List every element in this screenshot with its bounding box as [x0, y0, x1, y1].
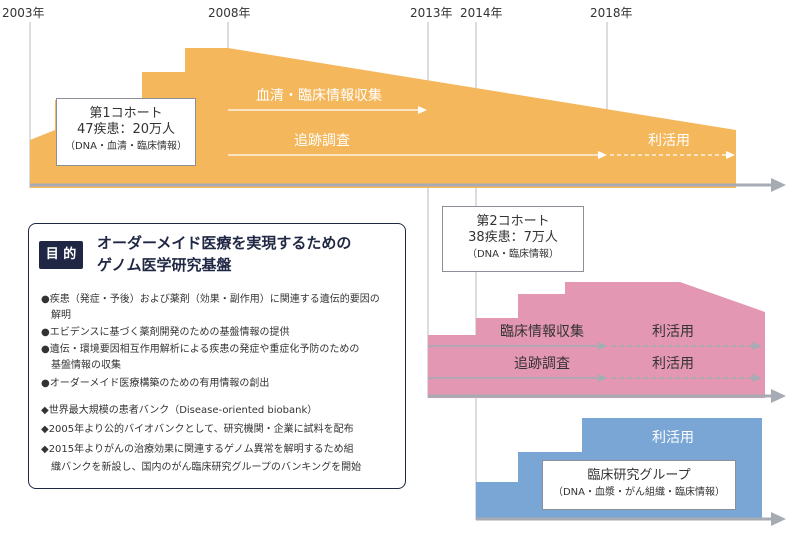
clinical-group-title: 臨床研究グループ [587, 468, 691, 483]
followup-label: 追跡調査 [294, 133, 350, 149]
purpose-line: ●エビデンスに基づく薬剤開発のための基盤情報の提供 [41, 327, 290, 338]
purpose-title-line-2: ゲノム医学研究基盤 [97, 255, 232, 274]
purpose-box: 目 的 オーダーメイド医療を実現するための ゲノム医学研究基盤 ●疾患（発症・予… [28, 223, 406, 489]
use-dashed-arrowhead [726, 151, 735, 159]
clinical-group-info: （DNA・血漿・がん組織・臨床情報） [552, 487, 726, 499]
purpose-title-line-1: オーダーメイド医療を実現するための [97, 234, 352, 252]
purpose-line: ●オーダーメイド医療構築のための有用情報の創出 [41, 378, 270, 389]
cohort2-area [428, 282, 765, 398]
clinical-group-axis-arrowhead [771, 512, 786, 526]
cohort2-title: 第2コホート [476, 214, 550, 229]
year-label-2018: 2018年 [590, 6, 633, 20]
purpose-line: 解明 [41, 310, 71, 321]
cohort1-count: 47疾患：20万人 [76, 122, 176, 138]
cohort1-axis-arrowhead [771, 178, 786, 192]
purpose-line: 織バンクを新設し、国内のがん臨床研究グループのバンキングを開始 [41, 462, 362, 473]
clinical-group-use-label: 利活用 [652, 430, 694, 446]
cohort2-axis-arrowhead [771, 389, 786, 403]
cohort1-title: 第1コホート [89, 106, 163, 121]
cohort1-area [30, 48, 736, 188]
purpose-line: ●疾患（発症・予後）および薬剤（効果・副作用）に関連する遺伝的要因の [41, 294, 380, 305]
cohort2-info: （DNA・臨床情報） [466, 248, 560, 260]
year-label-2003: 2003年 [2, 6, 45, 20]
purpose-line: ◆2015年よりがんの治療効果に関連するゲノム異常を解明するため組 [41, 444, 354, 455]
purpose-line: 基盤情報の収集 [41, 360, 121, 371]
purpose-badge: 目 的 [39, 241, 83, 269]
followup-arrowhead [598, 151, 607, 159]
cohort2-followup-label: 追跡調査 [514, 356, 570, 372]
year-label-2008: 2008年 [208, 6, 251, 20]
purpose-line: ●遺伝・環境要因相互作用解析による疾患の発症や重症化予防のための [41, 344, 360, 355]
purpose-title: オーダーメイド医療を実現するための ゲノム医学研究基盤 [97, 233, 351, 277]
cohort2-use-label-2: 利活用 [652, 356, 694, 372]
year-label-2013: 2013年 [410, 6, 453, 20]
year-label-2014: 2014年 [460, 6, 503, 20]
clinical-group-box: 臨床研究グループ （DNA・血漿・がん組織・臨床情報） [542, 460, 736, 510]
cohort1-box: 第1コホート 47疾患：20万人 （DNA・血清・臨床情報） [56, 98, 196, 166]
clinical-collect-arrowhead [598, 342, 608, 350]
cohort2-box: 第2コホート 38疾患：7万人 （DNA・臨床情報） [442, 206, 584, 272]
clinical-use-arrowhead [752, 342, 762, 350]
cohort1-info: （DNA・血清・臨床情報） [64, 140, 188, 152]
purpose-line: ◆世界最大規模の患者バンク（Disease-oriented biobank） [41, 405, 318, 416]
clinical-collect-label: 臨床情報収集 [500, 324, 584, 340]
followup2-arrowhead [598, 374, 608, 382]
serum-collect-label: 血清・臨床情報収集 [256, 88, 382, 104]
followup2-use-arrowhead [752, 374, 762, 382]
serum-arrowhead [418, 106, 427, 114]
cohort2-count: 38疾患：7万人 [468, 230, 558, 246]
cohort2-use-label-1: 利活用 [652, 324, 694, 340]
use-label: 利活用 [648, 133, 690, 149]
purpose-line: ◆2005年より公的バイオバンクとして、研究機関・企業に試料を配布 [41, 424, 354, 435]
